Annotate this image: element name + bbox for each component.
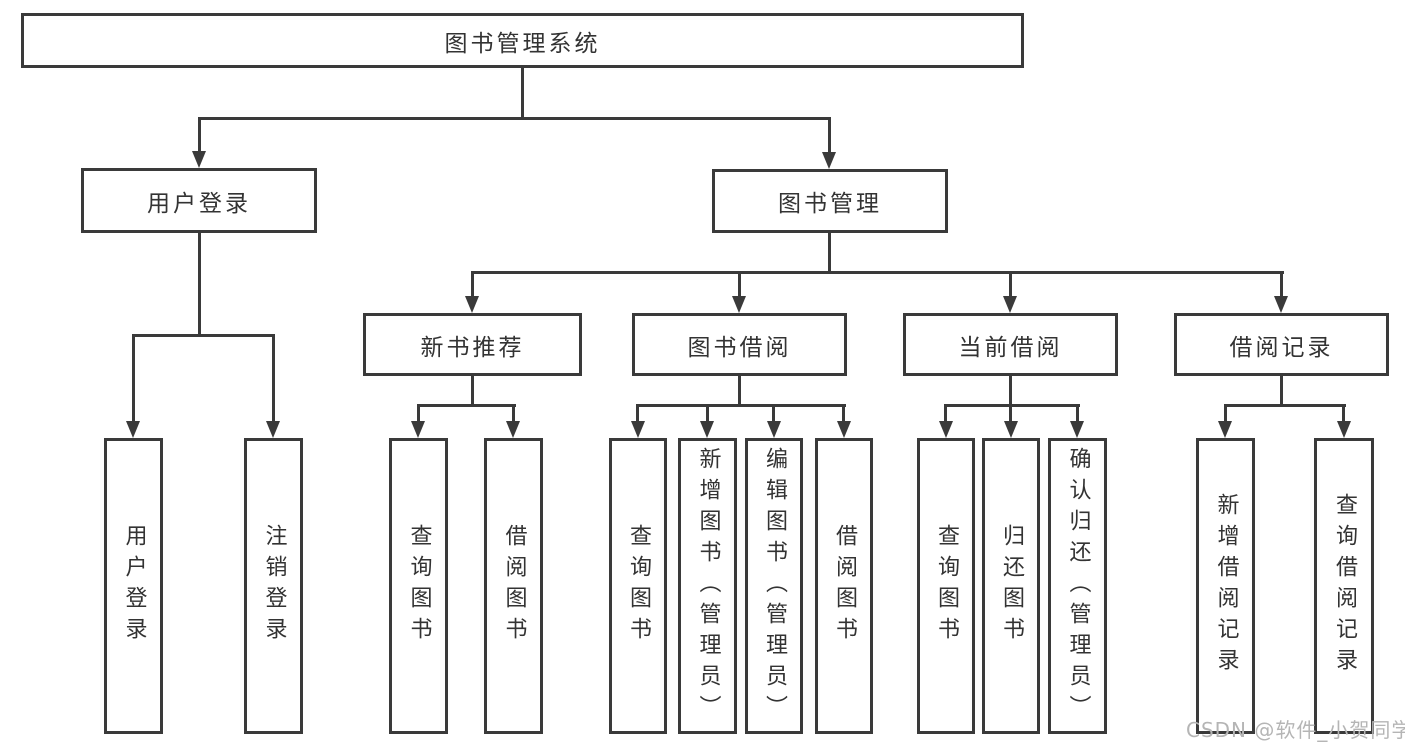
arrowhead-query-books-current: [939, 421, 953, 438]
leaf-add-books-admin-label: 新增图书（管理员）: [695, 446, 721, 726]
node-book-management: 图书管理: [712, 169, 948, 233]
node-current-borrow: 当前借阅: [903, 313, 1118, 376]
arrowhead-logout-action: [266, 421, 280, 438]
node-user-login-label: 用户登录: [147, 190, 251, 217]
connector-root-drop-left: [198, 117, 201, 151]
arrowhead-edit-books-admin: [767, 421, 781, 438]
csdn-watermark: CSDN @软件_小贺同学: [1186, 718, 1405, 742]
arrowhead-query-books-borrow: [631, 421, 645, 438]
leaf-query-borrow-record-label: 查询借阅记录: [1332, 493, 1357, 679]
leaf-confirm-return-admin: 确认归还（管理员）: [1048, 438, 1107, 734]
leaf-return-books: 归还图书: [982, 438, 1040, 734]
connector-recommend-drop-2: [512, 405, 515, 421]
connector-records-drop-1: [1224, 405, 1227, 421]
leaf-edit-books-admin-label: 编辑图书（管理员）: [762, 446, 787, 726]
node-book-borrow: 图书借阅: [632, 313, 847, 376]
node-root-label: 图书管理系统: [444, 30, 601, 57]
leaf-borrow-books-borrow: 借阅图书: [815, 438, 873, 734]
leaf-query-borrow-record: 查询借阅记录: [1314, 438, 1374, 734]
connector-borrow-branch: [636, 404, 846, 407]
connector-user-login-drop-1: [132, 334, 135, 421]
connector-recommend-branch: [417, 404, 516, 407]
connector-bm-drop-3: [1009, 272, 1012, 296]
connector-root-drop-right: [828, 117, 831, 152]
node-user-login: 用户登录: [81, 168, 317, 233]
node-new-book-recommend: 新书推荐: [363, 313, 582, 376]
leaf-edit-books-admin: 编辑图书（管理员）: [745, 438, 803, 734]
connector-current-drop-2: [1009, 405, 1012, 421]
leaf-borrow-books-borrow-label: 借阅图书: [832, 524, 857, 648]
connector-current-drop-1: [944, 405, 947, 421]
connector-recommend-stem: [471, 376, 474, 407]
arrowhead-query-books-recommend: [411, 421, 425, 438]
connector-bm-drop-1: [471, 272, 474, 296]
leaf-borrow-books-recommend: 借阅图书: [484, 438, 543, 734]
connector-user-login-branch: [132, 334, 275, 337]
connector-bm-drop-2: [738, 272, 741, 296]
leaf-query-books-borrow: 查询图书: [609, 438, 667, 734]
arrowhead-user-login-action: [126, 421, 140, 438]
connector-current-branch: [944, 404, 1080, 407]
leaf-add-borrow-record: 新增借阅记录: [1196, 438, 1255, 734]
arrowhead-return-books: [1004, 421, 1018, 438]
connector-current-stem: [1009, 376, 1012, 407]
leaf-logout-action: 注销登录: [244, 438, 303, 734]
connector-records-branch: [1224, 404, 1346, 407]
connector-user-login-drop-2: [272, 334, 275, 421]
leaf-borrow-books-recommend-label: 借阅图书: [501, 524, 527, 648]
arrowhead-borrow-records: [1274, 296, 1288, 313]
connector-borrow-stem: [738, 376, 741, 407]
arrowhead-new-book-recommend: [465, 296, 479, 313]
arrowhead-book-borrow: [732, 296, 746, 313]
connector-borrow-drop-4: [842, 405, 845, 421]
arrowhead-current-borrow: [1003, 296, 1017, 313]
leaf-user-login-action-label: 用户登录: [121, 524, 147, 648]
connector-book-management-branch: [471, 271, 1284, 274]
node-current-borrow-label: 当前借阅: [958, 334, 1063, 361]
arrowhead-add-books-admin: [700, 421, 714, 438]
leaf-add-borrow-record-label: 新增借阅记录: [1213, 493, 1239, 679]
connector-borrow-drop-2: [706, 405, 709, 421]
node-borrow-records-label: 借阅记录: [1229, 334, 1334, 361]
leaf-user-login-action: 用户登录: [104, 438, 163, 734]
leaf-query-books-current-label: 查询图书: [934, 524, 959, 648]
arrowhead-add-borrow-record: [1218, 421, 1232, 438]
connector-records-stem: [1280, 376, 1283, 407]
node-root: 图书管理系统: [21, 13, 1024, 68]
node-book-management-label: 图书管理: [778, 191, 882, 217]
leaf-logout-action-label: 注销登录: [261, 524, 287, 648]
leaf-query-books-borrow-label: 查询图书: [626, 524, 651, 648]
connector-bm-drop-4: [1280, 272, 1283, 296]
arrowhead-query-borrow-record: [1337, 421, 1351, 438]
connector-borrow-drop-3: [772, 405, 775, 421]
leaf-confirm-return-admin-label: 确认归还（管理员）: [1065, 446, 1091, 726]
arrowhead-borrow-books-borrow: [837, 421, 851, 438]
leaf-return-books-label: 归还图书: [999, 524, 1024, 648]
connector-borrow-drop-1: [636, 405, 639, 421]
connector-current-drop-3: [1076, 405, 1079, 421]
connector-book-management-stem: [828, 233, 831, 274]
arrowhead-borrow-books-recommend: [506, 421, 520, 438]
leaf-add-books-admin: 新增图书（管理员）: [678, 438, 737, 734]
leaf-query-books-recommend-label: 查询图书: [406, 524, 432, 648]
arrowhead-book-management: [822, 152, 836, 169]
connector-records-drop-2: [1342, 405, 1345, 421]
connector-user-login-stem: [198, 233, 201, 336]
arrowhead-confirm-return-admin: [1070, 421, 1084, 438]
node-borrow-records: 借阅记录: [1174, 313, 1389, 376]
connector-root-stem: [521, 68, 524, 118]
leaf-query-books-current: 查询图书: [917, 438, 975, 734]
node-book-borrow-label: 图书借阅: [687, 334, 792, 361]
node-new-book-recommend-label: 新书推荐: [420, 334, 525, 361]
connector-root-branch: [198, 117, 831, 120]
arrowhead-user-login: [192, 151, 206, 168]
leaf-query-books-recommend: 查询图书: [389, 438, 448, 734]
connector-recommend-drop-1: [417, 405, 420, 421]
